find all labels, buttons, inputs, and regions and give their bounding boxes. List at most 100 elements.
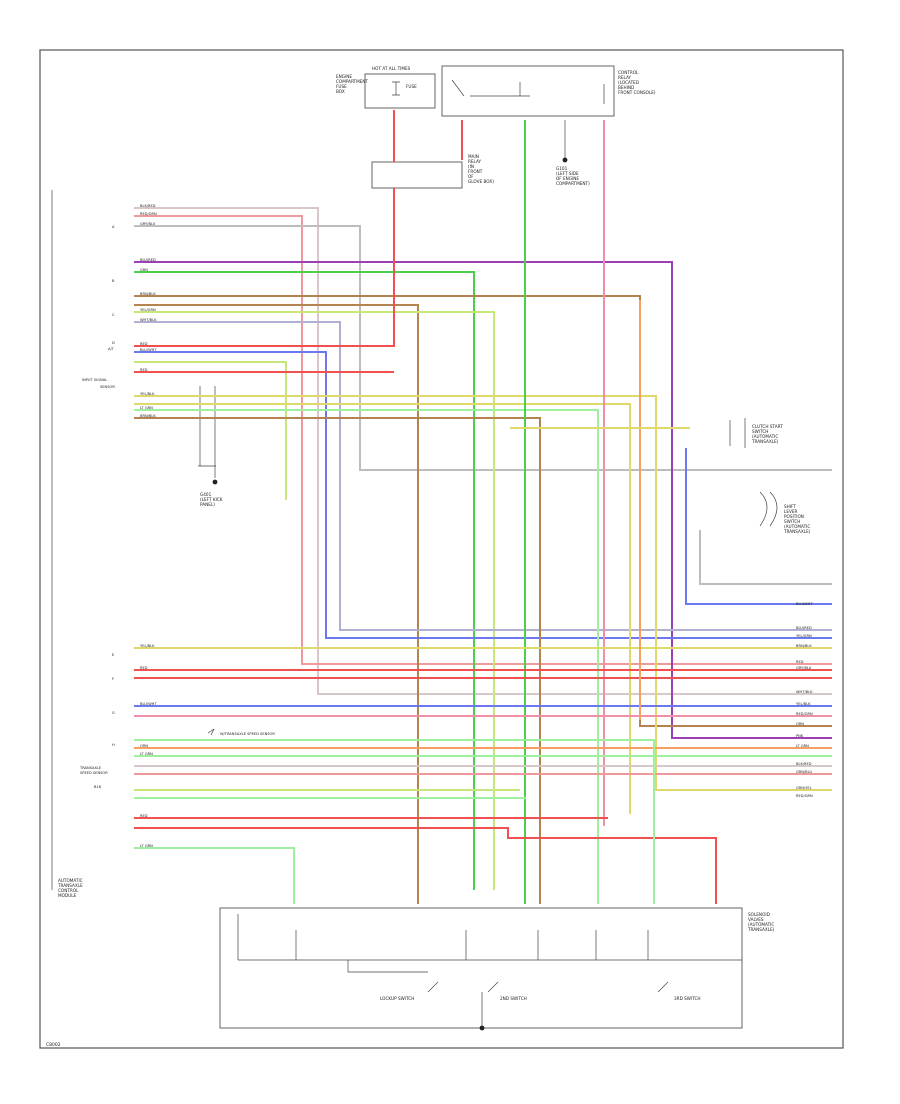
wire <box>134 403 631 814</box>
svg-text:COMPARTMENT): COMPARTMENT) <box>556 181 590 186</box>
diagram-frame <box>39 49 844 1049</box>
main-relay-label: MAIN RELAY (IN FRONT OF GLOVE BOX) <box>468 154 494 184</box>
wire <box>134 225 832 471</box>
svg-text:G401: G401 <box>200 492 212 497</box>
right-edge-label: GRY/BLU <box>796 666 812 670</box>
engine-fuse-note: ENGINE COMPARTMENT FUSE BOX <box>336 74 369 94</box>
svg-text:(AUTOMATIC: (AUTOMATIC <box>784 524 810 529</box>
wire-label: YEL/BLK <box>140 392 155 396</box>
page-code: C8002 <box>46 1042 61 1048</box>
control-relay-box <box>441 65 615 117</box>
right-edge-label: GRN/BLU <box>796 770 812 774</box>
wire-label: LT GRN <box>140 406 153 410</box>
svg-text:TRANSAXLE: TRANSAXLE <box>79 766 102 770</box>
svg-text:TRANSAXLE): TRANSAXLE) <box>751 439 779 444</box>
svg-text:TRANSAXLE): TRANSAXLE) <box>783 529 811 534</box>
wire-label: ORN <box>140 744 148 748</box>
wire <box>134 271 475 890</box>
switch-label-3: 3RD SWITCH <box>674 996 701 1001</box>
fuse-box-label: HOT AT ALL TIMES <box>372 66 411 71</box>
module-side-labels: A B C D E F G H INPUT SIGNAL SENSOR TRAN… <box>79 225 115 789</box>
wire-label: RED <box>140 666 148 670</box>
wire-label: RED <box>140 368 148 372</box>
wire-label: BLU/RED <box>140 258 156 262</box>
wire-label: LT GRN <box>140 844 153 848</box>
svg-text:GLOVE BOX): GLOVE BOX) <box>468 179 494 184</box>
right-edge-label: WHT/BLK <box>796 690 813 694</box>
fuse-symbol <box>392 81 400 96</box>
module-name: AUTOMATIC TRANSAXLE CONTROL MODULE <box>57 878 83 898</box>
wire-label: LT GRN <box>140 752 153 756</box>
solenoid-internal-lines <box>237 914 742 973</box>
ground-left-label: G401 (LEFT KICK PANEL) <box>200 492 223 507</box>
svg-text:TRANSAXLE): TRANSAXLE) <box>747 927 775 932</box>
right-edge-label: BLU/WHT <box>796 602 813 606</box>
svg-text:PANEL): PANEL) <box>200 502 215 507</box>
svg-text:CLUTCH START: CLUTCH START <box>752 424 783 429</box>
wire <box>699 530 832 585</box>
svg-text:A/T: A/T <box>108 347 115 351</box>
wire-label: GRY/BLU <box>140 222 156 226</box>
wire <box>134 395 832 791</box>
ground-wire-left <box>198 386 216 478</box>
svg-text:SWITCH: SWITCH <box>752 429 768 434</box>
right-edge-label: BLK/RED <box>796 762 812 766</box>
wire <box>685 448 832 605</box>
right-conn-2-bracket <box>759 491 778 527</box>
wire <box>134 188 395 347</box>
annotation-text: W/TRANSAXLE SPEED SENSOR <box>220 732 275 736</box>
svg-text:(LEFT SIDE: (LEFT SIDE <box>556 171 579 176</box>
control-relay-label: CONTROL RELAY (LOCATED BEHIND FRONT CONS… <box>618 70 656 95</box>
wire <box>134 261 832 739</box>
wire <box>134 321 832 631</box>
svg-text:A: A <box>112 225 115 229</box>
annotation-arrow <box>207 728 215 736</box>
fuse-box <box>364 73 436 109</box>
wire <box>134 295 832 727</box>
svg-text:MAIN: MAIN <box>468 154 479 159</box>
switch-label-1: LOCKUP SWITCH <box>380 996 414 1001</box>
svg-text:LEVER: LEVER <box>784 509 797 514</box>
right-edge-label: RED/GRN <box>796 712 813 716</box>
svg-text:C: C <box>112 313 115 317</box>
right-edge-label: ORN <box>796 722 804 726</box>
fuse-text-1: FUSE <box>406 84 417 89</box>
relay-contacts <box>451 79 605 104</box>
wire-label: GRN <box>140 268 148 272</box>
wire-label: WHT/BLK <box>140 318 157 322</box>
svg-text:SWITCH: SWITCH <box>784 519 800 524</box>
right-edge-label: RED <box>796 660 804 664</box>
svg-text:G101: G101 <box>556 166 568 171</box>
switch-contacts <box>427 981 669 1026</box>
solenoid-box <box>219 907 743 1029</box>
wire-label: BLU/WHT <box>140 702 157 706</box>
wire <box>134 215 832 665</box>
right-conn-1-bracket <box>729 418 746 448</box>
svg-text:OF: OF <box>468 174 474 179</box>
wire <box>134 351 832 639</box>
svg-text:H: H <box>112 743 115 747</box>
right-edge-label: YEL/BLK <box>796 702 811 706</box>
svg-text:OF ENGINE: OF ENGINE <box>556 176 579 181</box>
wire-label: YEL/BLK <box>140 644 155 648</box>
solenoid-label: SOLENOID VALVES (AUTOMATIC TRANSAXLE) <box>747 912 775 932</box>
svg-text:RELAY: RELAY <box>468 159 482 164</box>
ground-symbol-left <box>212 479 218 485</box>
svg-text:ENGINE: ENGINE <box>336 74 352 79</box>
wire-label: RED <box>140 342 148 346</box>
svg-text:(LOCATED: (LOCATED <box>618 80 639 85</box>
wire-label: BRN/BLK <box>140 414 156 418</box>
right-edge-label: BLU/RED <box>796 626 812 630</box>
wire-label: YEL/GRN <box>140 308 156 312</box>
svg-text:POSITION: POSITION <box>784 514 804 519</box>
right-edge-label: PNK <box>796 734 804 738</box>
wire-label: BLU/WHT <box>140 348 157 352</box>
switch-label-2: 2ND SWITCH <box>500 996 527 1001</box>
svg-text:TRANSAXLE: TRANSAXLE <box>57 883 83 888</box>
svg-text:VALVES: VALVES <box>748 917 764 922</box>
svg-text:FRONT CONSOLE): FRONT CONSOLE) <box>618 90 656 95</box>
svg-text:FRONT: FRONT <box>468 169 483 174</box>
svg-text:G: G <box>112 711 115 715</box>
